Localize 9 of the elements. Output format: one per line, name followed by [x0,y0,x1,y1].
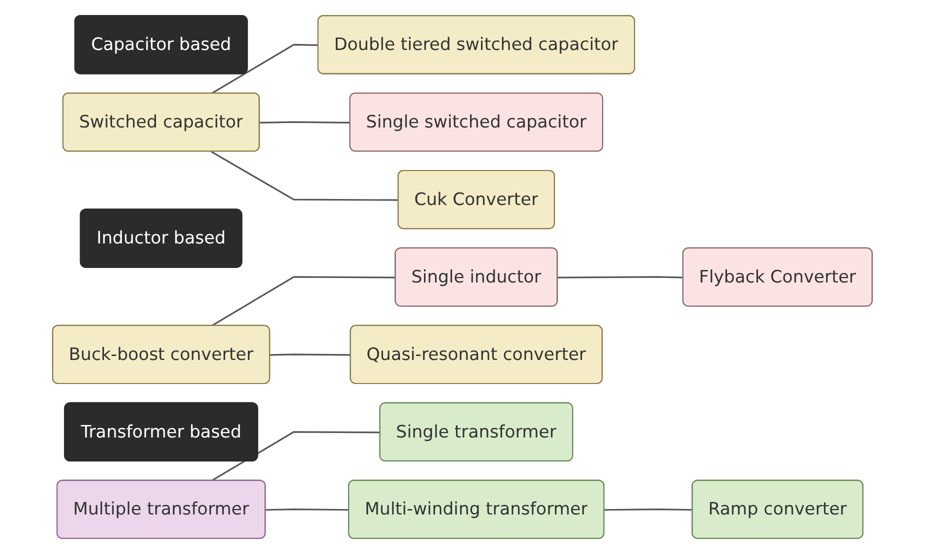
connector [558,276,684,278]
connector [211,431,381,482]
connector [260,121,351,124]
connector [270,354,352,356]
connector [211,44,319,94]
connector [266,508,350,511]
connector [211,276,396,327]
connector [604,508,693,511]
connector [211,150,399,201]
